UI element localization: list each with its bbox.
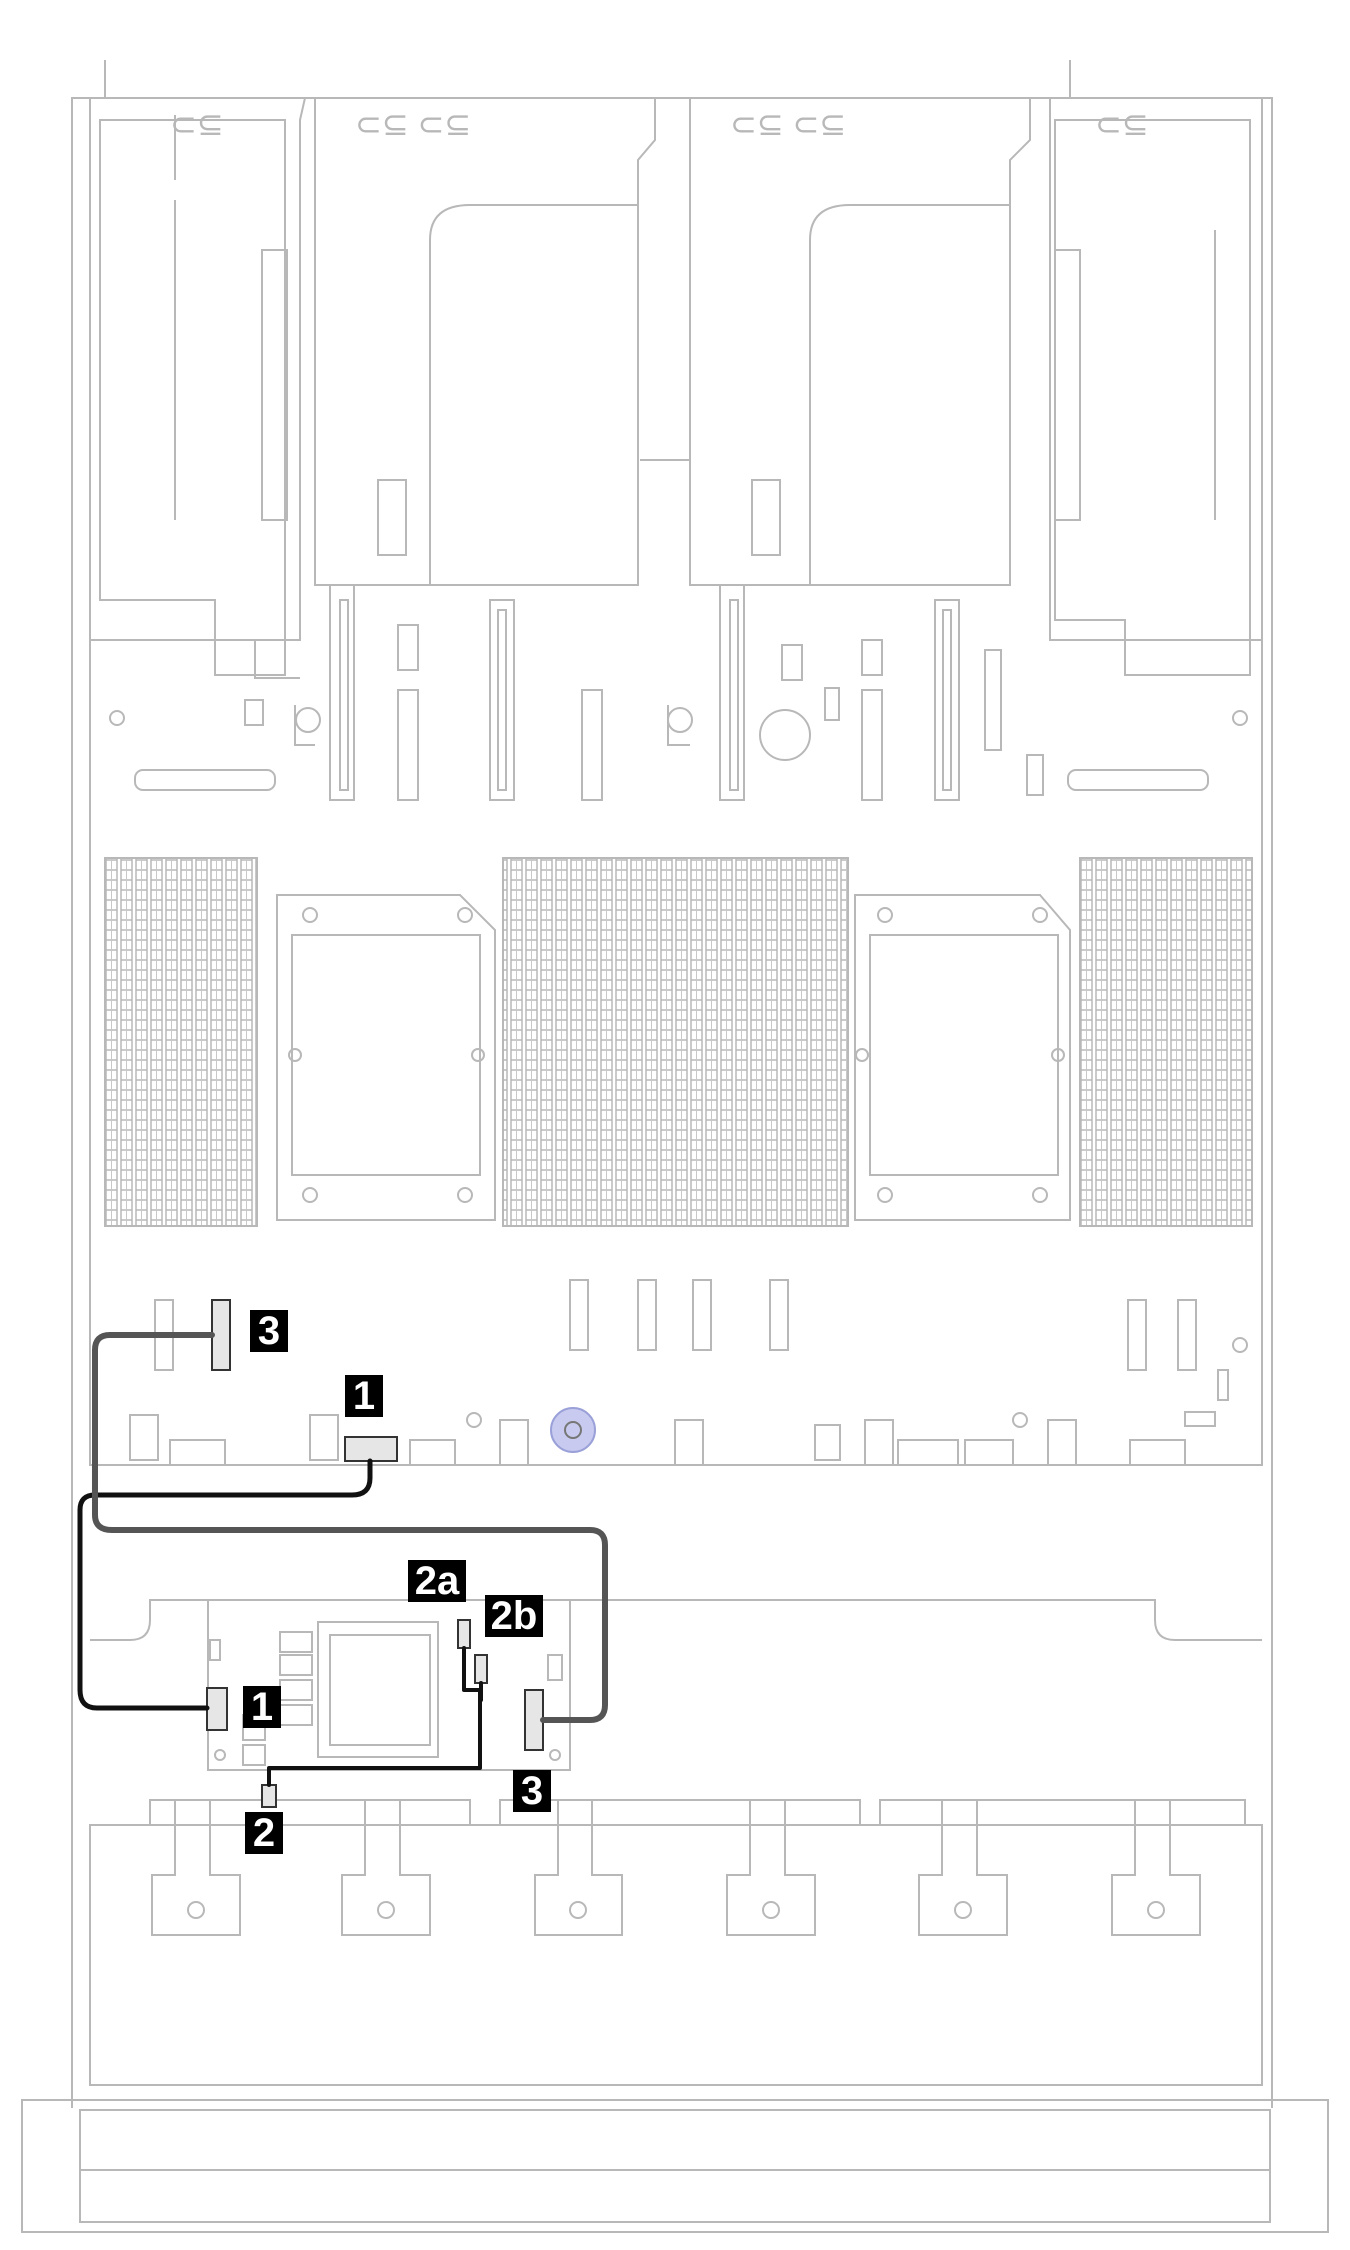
board-lower-connectors xyxy=(129,1279,1248,1466)
board-connector-1[interactable] xyxy=(344,1436,398,1462)
cable-3 xyxy=(92,1332,608,1723)
system-board-release-button[interactable] xyxy=(550,1407,596,1453)
fan-latches xyxy=(151,1800,1201,1936)
cpu-socket-right xyxy=(854,894,1071,1221)
callout-1-board: 1 xyxy=(345,1374,383,1418)
riser-center-left: ⊂⊆ ⊂⊆ xyxy=(314,97,656,586)
cable-2 xyxy=(267,1646,482,1787)
pcie-bracket-icon: ⊂⊆ xyxy=(170,106,224,142)
module-connector-2b[interactable] xyxy=(474,1654,488,1684)
module-connector-1[interactable] xyxy=(206,1687,228,1731)
cable-1 xyxy=(77,1458,373,1711)
pcie-slots xyxy=(294,584,1044,801)
callout-1-module-label: 1 xyxy=(251,1685,273,1729)
dimm-bank-center xyxy=(502,857,849,1227)
pcie-bracket-icon: ⊂⊆ ⊂⊆ xyxy=(730,106,846,142)
callout-3-board-label: 3 xyxy=(258,1309,280,1353)
fan-connector-2[interactable] xyxy=(261,1784,277,1808)
board-headers xyxy=(109,699,1248,791)
callout-2-label: 2 xyxy=(253,1811,275,1855)
cables xyxy=(77,1332,608,1787)
svg-text:⊂⊆ ⊂⊆: ⊂⊆ ⊂⊆ xyxy=(730,106,846,142)
callout-2b: 2b xyxy=(485,1594,543,1638)
chassis-outline xyxy=(21,60,1329,2233)
cpu-socket-left xyxy=(276,894,496,1221)
riser-left: ⊂⊆ xyxy=(89,97,307,679)
module-connector-2a[interactable] xyxy=(457,1619,471,1649)
callouts: 1 1 2 2a 2b 3 3 xyxy=(243,1309,551,1855)
riser-right: ⊂⊆ xyxy=(1049,97,1263,676)
callout-2a-label: 2a xyxy=(415,1559,460,1603)
riser-center-right: ⊂⊆ ⊂⊆ xyxy=(640,97,1031,586)
cabled-connectors xyxy=(206,1299,544,1808)
callout-2: 2 xyxy=(245,1811,283,1855)
callout-2b-label: 2b xyxy=(491,1594,538,1638)
dimm-bank-left xyxy=(104,857,258,1227)
callout-3-module: 3 xyxy=(513,1769,551,1813)
svg-text:⊂⊆ ⊂⊆: ⊂⊆ ⊂⊆ xyxy=(355,106,471,142)
callout-2a: 2a xyxy=(408,1559,466,1603)
dimm-bank-right xyxy=(1079,857,1253,1227)
svg-text:⊂⊆: ⊂⊆ xyxy=(170,106,224,142)
svg-text:⊂⊆: ⊂⊆ xyxy=(1095,106,1149,142)
callout-1-board-label: 1 xyxy=(353,1374,375,1418)
callout-1-module: 1 xyxy=(243,1685,281,1729)
callout-3-board: 3 xyxy=(250,1309,288,1353)
pcie-bracket-icon: ⊂⊆ xyxy=(1095,106,1149,142)
callout-3-module-label: 3 xyxy=(521,1769,543,1813)
pcie-bracket-icon: ⊂⊆ ⊂⊆ xyxy=(355,106,471,142)
